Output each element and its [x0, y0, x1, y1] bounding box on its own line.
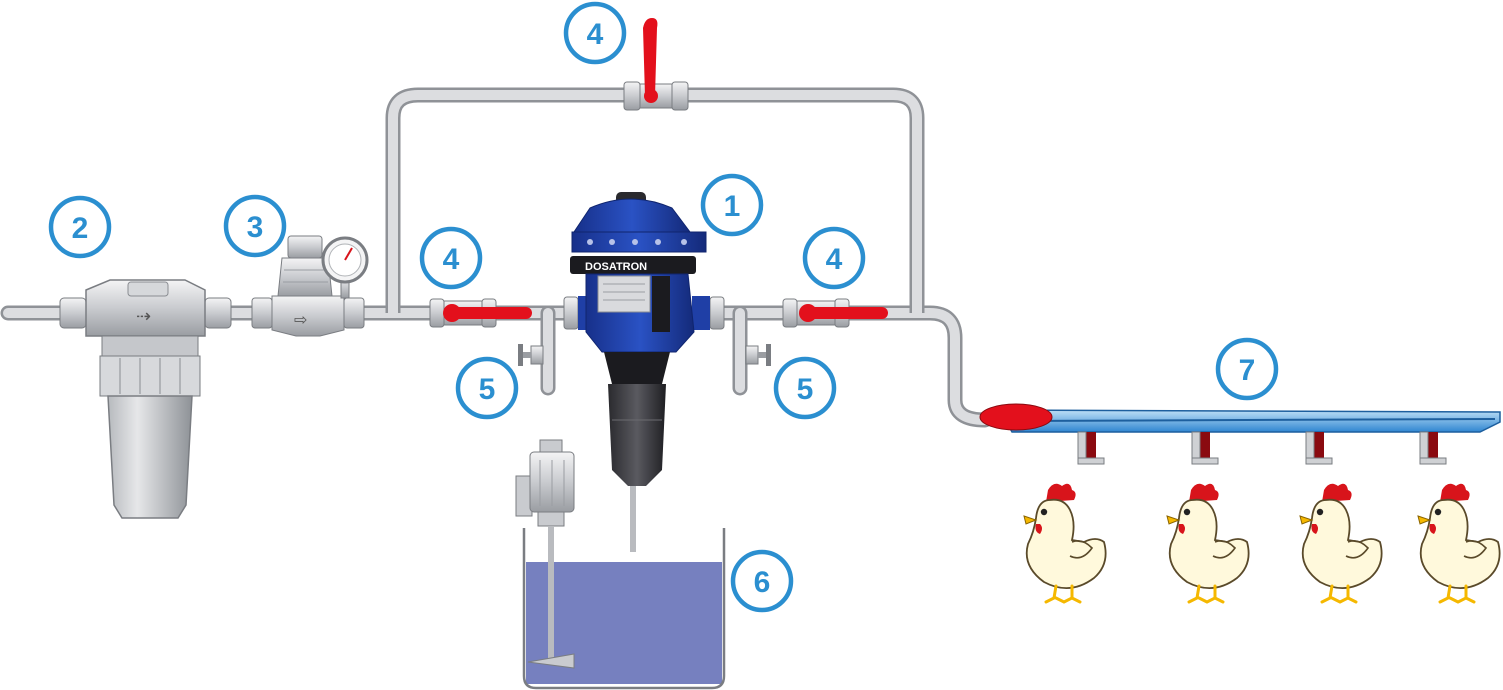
flow-arrow-icon: ⇨	[294, 312, 307, 329]
callout-5-left: 5	[455, 356, 519, 420]
dosatron-brand-label: DOSATRON	[585, 261, 647, 273]
svg-text:7: 7	[1239, 354, 1256, 387]
valve-handle-icon	[452, 307, 532, 319]
flow-arrow-icon: ⇢	[136, 306, 151, 326]
pressure-reducer: ⇨	[251, 235, 369, 337]
hen-icon	[1417, 483, 1501, 604]
callout-2: 2	[48, 195, 112, 259]
valve-outlet	[782, 298, 888, 328]
hen-icon	[1023, 483, 1107, 604]
valve-bypass	[623, 18, 689, 111]
drain-tap-left	[518, 344, 544, 366]
drain-tap-right	[745, 344, 771, 366]
hen-icon	[1166, 483, 1250, 604]
callout-7: 7	[1215, 337, 1279, 401]
svg-text:1: 1	[724, 190, 741, 223]
svg-text:4: 4	[587, 18, 604, 51]
regulator-cap	[979, 403, 1053, 431]
callouts: 1 2 3 4 4 4 5 5	[48, 1, 1279, 613]
svg-text:4: 4	[826, 243, 843, 276]
svg-text:5: 5	[797, 373, 814, 406]
svg-text:3: 3	[247, 211, 264, 244]
dosatron-pump: DOSATRON	[563, 192, 725, 552]
stock-tank	[515, 439, 726, 690]
svg-text:4: 4	[443, 243, 460, 276]
hens	[1023, 483, 1501, 604]
svg-text:2: 2	[72, 212, 89, 245]
drinker-line	[979, 403, 1501, 465]
valve-handle-icon	[808, 307, 888, 319]
valve-inlet	[429, 298, 532, 328]
callout-4-outlet: 4	[802, 226, 866, 290]
valve-handle-icon	[643, 18, 658, 96]
callout-4-bypass: 4	[563, 1, 627, 65]
hen-icon	[1299, 483, 1383, 604]
callout-1: 1	[700, 173, 764, 237]
water-filter: ⇢	[59, 279, 232, 519]
callout-3: 3	[223, 194, 287, 258]
svg-text:5: 5	[479, 373, 496, 406]
svg-text:6: 6	[754, 566, 771, 599]
callout-6: 6	[730, 549, 794, 613]
callout-4-inlet: 4	[419, 226, 483, 290]
callout-5-right: 5	[773, 356, 837, 420]
